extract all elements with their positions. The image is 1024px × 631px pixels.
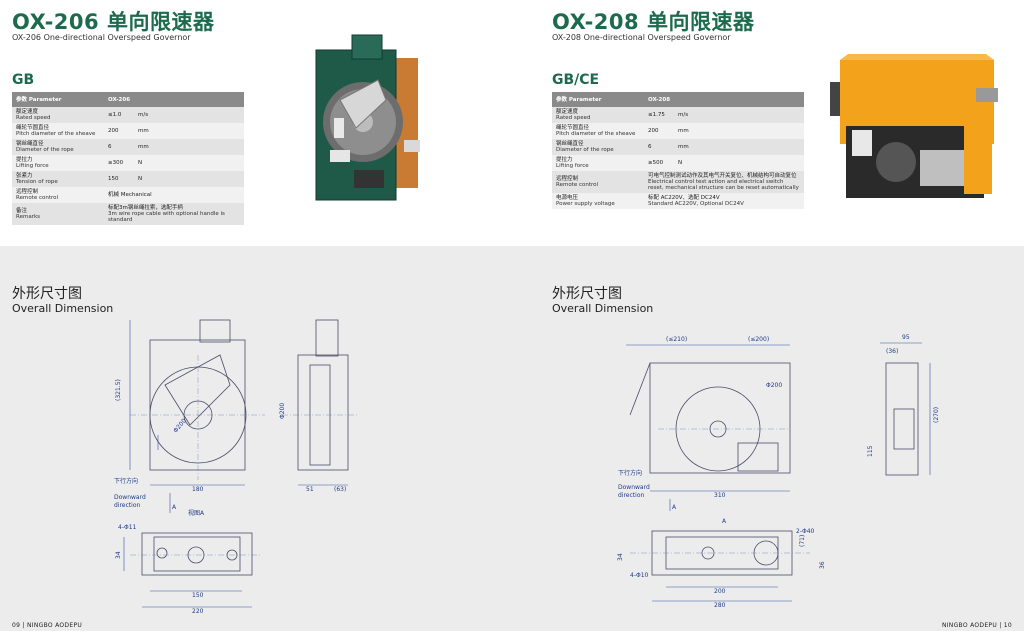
- dim-label: 200: [714, 588, 726, 595]
- right-standard: GB/CE: [552, 72, 600, 88]
- dim-label: 310: [714, 492, 726, 499]
- dim-label: 150: [192, 592, 204, 599]
- view-arrow-label: A: [672, 504, 677, 511]
- dim-label: 280: [714, 602, 726, 609]
- ox208-dimension-drawing: (≤210) (≤200) Φ200 下行方向 Downward directi…: [617, 334, 940, 609]
- dim-label: (63): [334, 486, 346, 493]
- table-header-model: OX-208: [644, 92, 804, 107]
- dim-label: 34: [617, 553, 624, 561]
- dim-label: (270): [933, 407, 940, 423]
- view-a-label: 视图A: [188, 509, 205, 517]
- left-footer: 09 | NINGBO AODEPU: [12, 622, 83, 629]
- dim-label: (≤210): [666, 336, 687, 343]
- downward-label-en: Downward: [618, 484, 650, 491]
- holes-label: 2-Φ40: [796, 528, 815, 535]
- left-standard: GB: [12, 72, 35, 88]
- dim-label: (≤200): [748, 336, 769, 343]
- ox208-product-image: [830, 54, 998, 198]
- holes-label: 4-Φ10: [630, 572, 649, 579]
- dim-label: Φ200: [172, 417, 188, 434]
- downward-label-zh: 下行方向: [114, 477, 138, 485]
- dim-label: 115: [867, 445, 874, 457]
- view-arrow-label: A: [722, 518, 727, 525]
- right-footer: NINGBO AODEPU | 10: [941, 622, 1012, 629]
- dim-label: 220: [192, 608, 204, 615]
- downward-label-en: direction: [114, 502, 140, 509]
- ox206-dimension-drawing: (321.5) Φ200 180 下行方向 Downward direction…: [114, 319, 358, 615]
- right-subtitle: OX-208 One-directional Overspeed Governo…: [552, 33, 731, 42]
- downward-label-en: Downward: [114, 494, 146, 501]
- dimension-section: [0, 246, 1024, 631]
- view-arrow-label: A: [172, 504, 177, 511]
- left-subtitle: OX-206 One-directional Overspeed Governo…: [12, 33, 191, 42]
- table-header-param: 参数 Parameter: [12, 92, 104, 107]
- right-dimension-title-zh: 外形尺寸图: [552, 286, 622, 302]
- dim-label: 36: [819, 561, 826, 569]
- dim-label: Φ200: [279, 403, 286, 419]
- holes-label: 4-Φ11: [118, 524, 137, 531]
- downward-label-en: direction: [618, 492, 644, 499]
- table-header-param: 参数 Parameter: [552, 92, 644, 107]
- ox206-product-image: [315, 34, 420, 201]
- dim-label: (321.5): [115, 379, 122, 401]
- dim-label: 51: [306, 486, 314, 493]
- table-header-model: OX-206: [104, 92, 244, 107]
- left-title: OX-206 单向限速器: [12, 10, 215, 34]
- left-dimension-title-zh: 外形尺寸图: [12, 286, 82, 302]
- dim-label: (71): [799, 535, 806, 547]
- dim-label: 95: [902, 334, 910, 341]
- dim-label: 34: [115, 551, 122, 559]
- downward-label-zh: 下行方向: [618, 469, 642, 477]
- right-title: OX-208 单向限速器: [552, 10, 755, 34]
- dim-label: (36): [886, 348, 898, 355]
- dim-label: 180: [192, 486, 204, 493]
- left-dimension-title-en: Overall Dimension: [12, 302, 114, 315]
- right-dimension-title-en: Overall Dimension: [552, 302, 654, 315]
- dim-label: Φ200: [766, 382, 782, 389]
